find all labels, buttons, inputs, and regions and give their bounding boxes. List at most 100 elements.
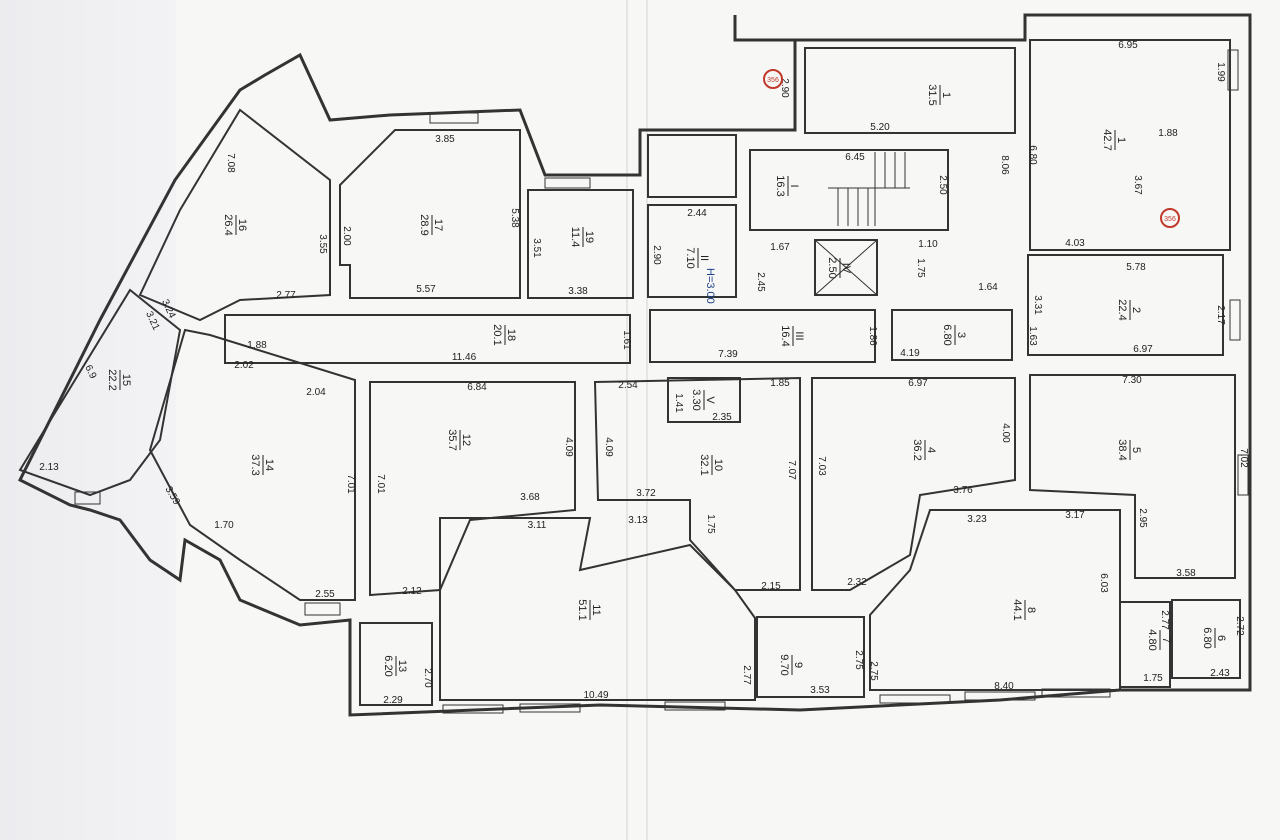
paper-fold xyxy=(626,0,628,840)
room-area: 22.4 xyxy=(1116,299,1128,320)
room-number: 7 xyxy=(1160,637,1172,643)
dimension-label: 7.30 xyxy=(1122,375,1142,386)
room-number: 10 xyxy=(712,459,724,471)
dimension-label: 2.75 xyxy=(853,650,864,670)
windows xyxy=(74,49,1249,714)
dimension-label: 3.31 xyxy=(1032,295,1043,315)
dimension-label: 1.70 xyxy=(214,520,234,531)
room-outline xyxy=(369,381,576,597)
dimension-label: 2.54 xyxy=(618,380,638,391)
dimension-label: 7.39 xyxy=(718,349,738,360)
dimension-label: 2.12 xyxy=(402,586,422,597)
dimension-label: 1.10 xyxy=(918,239,938,250)
room-number: 8 xyxy=(1025,607,1037,613)
dimension-label: 2.77 xyxy=(741,665,752,685)
room-label: 844.1 xyxy=(1011,599,1037,620)
stamp-text: 356 xyxy=(1164,216,1176,223)
height-annotation: H=3.00 xyxy=(704,268,716,304)
dimension-label: 1.75 xyxy=(1143,673,1163,684)
stamp-text: 356 xyxy=(767,77,779,84)
dimension-label: 3.13 xyxy=(628,515,648,526)
dimension-label: 6.9 xyxy=(82,363,98,381)
dimension-label: 2.50 xyxy=(937,175,948,195)
room-outline xyxy=(804,47,1016,134)
interior-walls xyxy=(18,39,1241,706)
room-number: 13 xyxy=(396,660,408,672)
room-outline xyxy=(869,509,1121,691)
dimension-label: 1.41 xyxy=(673,393,684,413)
dimension-label: 7.01 xyxy=(375,474,386,494)
dimension-label: 2.95 xyxy=(1137,508,1148,528)
room-label: 74.80 xyxy=(1146,629,1172,650)
dimension-label: 1.86 xyxy=(867,326,878,346)
dimension-label: 1.88 xyxy=(247,340,267,351)
dimension-label: 1.88 xyxy=(1158,128,1178,139)
paper-fold xyxy=(646,0,648,840)
room-outline xyxy=(749,149,949,231)
dimension-label: 3.68 xyxy=(520,492,540,503)
dimension-label: 2.32 xyxy=(847,577,867,588)
room-number: 14 xyxy=(263,459,275,471)
room-label: 222.4 xyxy=(1116,299,1142,320)
dimension-label: 1.75 xyxy=(705,514,716,534)
dimension-label: 3.11 xyxy=(528,520,547,531)
dimension-label: 7.07 xyxy=(786,460,797,480)
dimension-label: 4.00 xyxy=(1000,423,1011,443)
room-outline xyxy=(811,377,1016,591)
room-label: 66.80 xyxy=(1201,627,1227,648)
room-label: V3.30 xyxy=(690,389,716,410)
dimension-label: 7.01 xyxy=(345,474,356,494)
dimension-label: 4.19 xyxy=(900,348,920,359)
room-outline xyxy=(339,129,521,299)
dimension-label: 2.44 xyxy=(687,208,707,219)
room-area: 20.1 xyxy=(491,324,503,345)
dimension-label: 3.59 xyxy=(163,485,182,508)
dimension-label: 2.43 xyxy=(1210,668,1230,679)
room-area: 42.7 xyxy=(1101,129,1113,150)
room-area: 35.7 xyxy=(446,429,458,450)
dimension-label: 2.77 xyxy=(1159,610,1170,630)
room-number: 16 xyxy=(236,219,248,231)
room-outline xyxy=(138,108,331,322)
dimension-label: 3.58 xyxy=(1176,568,1196,579)
dimension-label: 2.45 xyxy=(755,272,766,292)
dimension-label: 3.76 xyxy=(953,485,973,496)
room-number: V xyxy=(704,396,716,404)
room-number: 3 xyxy=(955,332,967,338)
dimension-label: 2.77 xyxy=(276,290,296,301)
room-label: 142.7 xyxy=(1101,129,1127,150)
dimension-label: 3.17 xyxy=(1065,510,1085,521)
room-number: 1 xyxy=(940,92,952,98)
dimension-label: 3.67 xyxy=(1132,175,1143,195)
room-outline xyxy=(647,204,737,298)
room-area: 16.4 xyxy=(779,325,791,346)
room-area: 51.1 xyxy=(576,599,588,620)
dimension-label: 1.85 xyxy=(770,378,790,389)
room-outline xyxy=(1029,39,1231,251)
room-outline xyxy=(527,189,634,299)
room-area: 37.3 xyxy=(249,454,261,475)
room-label: I16.3 xyxy=(774,175,800,196)
room-area: 16.3 xyxy=(774,175,786,196)
dimension-label: 7.02 xyxy=(1238,448,1249,468)
room-number: 12 xyxy=(460,434,472,446)
room-area: 32.1 xyxy=(698,454,710,475)
room-outline xyxy=(647,134,737,198)
room-outline xyxy=(1027,254,1224,356)
dimension-label: 2.90 xyxy=(779,78,790,98)
dimension-label: 3.51 xyxy=(531,238,542,258)
dimension-label: 6.80 xyxy=(1027,145,1038,165)
dimension-label: 6.97 xyxy=(908,378,928,389)
room-number: IV xyxy=(840,263,852,274)
room-outline xyxy=(359,622,433,706)
dimension-label: 1.61 xyxy=(621,330,632,350)
dimension-label: 6.84 xyxy=(467,382,487,393)
room-number: 17 xyxy=(432,219,444,231)
